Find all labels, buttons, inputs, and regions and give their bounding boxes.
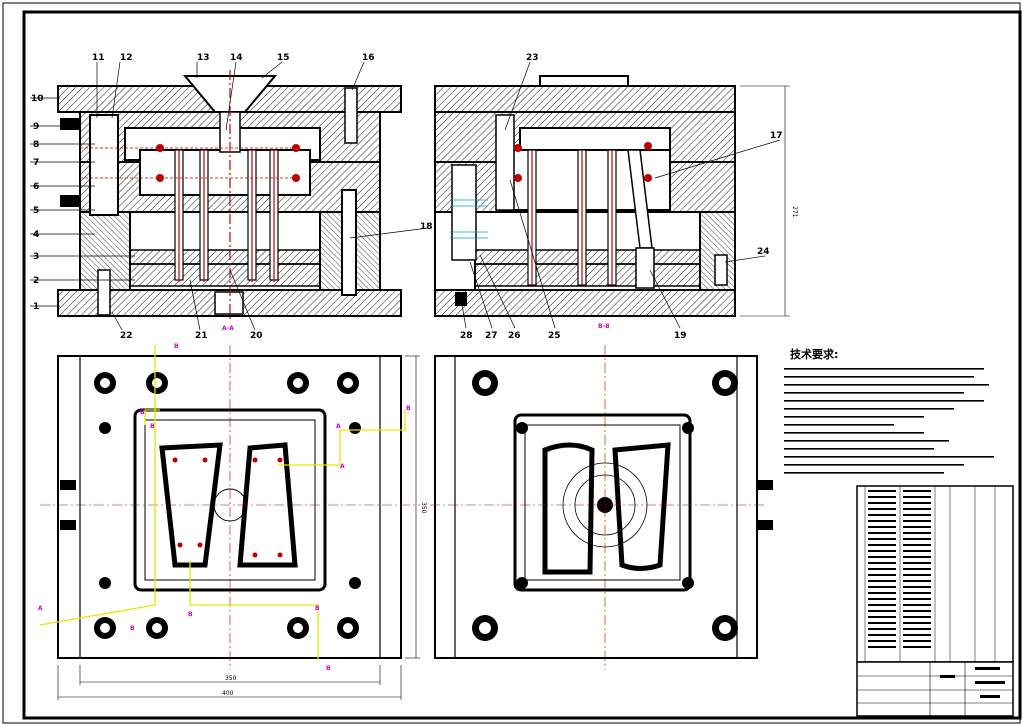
part-number: 15: [277, 53, 290, 63]
part-number: 8: [33, 140, 39, 150]
requirements-title: 技术要求:: [790, 347, 838, 361]
part-number: 21: [195, 331, 208, 341]
title-block: [856, 485, 1014, 717]
part-number: 14: [230, 53, 243, 63]
part-number: 28: [460, 331, 473, 341]
cooling-marker: A: [38, 605, 43, 612]
part-number: 4: [33, 230, 39, 240]
dimension-overall-width: 400: [222, 690, 234, 697]
cooling-marker: B: [140, 409, 145, 416]
part-number: 7: [33, 158, 39, 168]
part-number: 10: [31, 94, 44, 104]
cooling-marker: A: [336, 423, 341, 430]
dimension-plate-height: 350: [420, 502, 427, 514]
part-number: 5: [33, 206, 39, 216]
part-number: 24: [757, 247, 770, 257]
part-number: 3: [33, 252, 39, 262]
cooling-marker: B: [174, 343, 179, 350]
cooling-marker: B: [406, 405, 411, 412]
cooling-marker: B: [315, 605, 320, 612]
part-number: 18: [420, 222, 433, 232]
cooling-marker: B: [130, 625, 135, 632]
plan-view-fixed-half: [430, 345, 773, 670]
cooling-marker: B: [150, 423, 155, 430]
cooling-marker: B: [326, 665, 331, 672]
plan-view-moving-half: 350 400 350 B B B B A A B B B A B: [38, 343, 427, 700]
cooling-marker: A: [340, 463, 345, 470]
section-view-b: 271 23 17 18 24 28 27 26 25 19 B-B: [349, 53, 798, 341]
part-number: 23: [526, 53, 539, 63]
part-number: 1: [33, 302, 39, 312]
dimension-inner-width: 350: [225, 675, 237, 682]
part-number: 2: [33, 276, 39, 286]
part-number: 11: [92, 53, 105, 63]
dimension-height: 271: [791, 206, 798, 218]
part-number: 26: [508, 331, 521, 341]
part-number: 20: [250, 331, 263, 341]
section-label: A-A: [222, 325, 234, 332]
part-number: 19: [674, 331, 687, 341]
part-number: 16: [362, 53, 375, 63]
part-number: 27: [485, 331, 498, 341]
section-view-a: 1 2 3 4 5 6 7 8 9 10 11 12 13 14 15 16 2…: [30, 53, 402, 341]
part-number: 12: [120, 53, 133, 63]
part-number: 17: [770, 131, 783, 141]
part-number: 22: [120, 331, 133, 341]
part-number: 6: [33, 182, 39, 192]
part-number: 25: [548, 331, 561, 341]
technical-requirements: 技术要求:: [784, 347, 994, 474]
cooling-marker: B: [188, 611, 193, 618]
part-number: 13: [197, 53, 210, 63]
section-label: B-B: [598, 323, 610, 330]
part-number: 9: [33, 122, 39, 132]
